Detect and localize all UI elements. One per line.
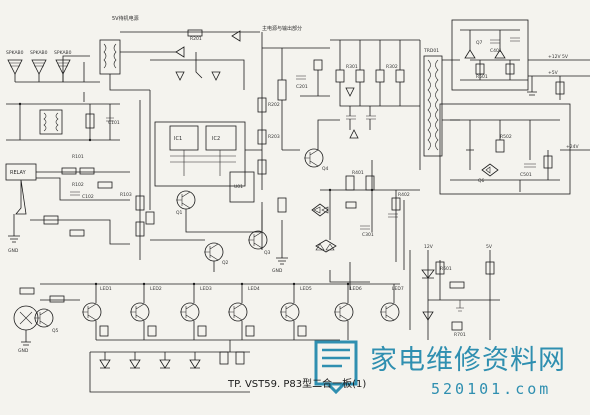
main-switch-column [257, 32, 340, 250]
feedback-section: U01 [150, 171, 288, 272]
rail-5v-lower-label: 5V [486, 244, 493, 250]
rail-5v-label: +5V [548, 70, 559, 76]
q1-label: Q1 [176, 210, 183, 216]
led6-label: LED6 [350, 286, 362, 292]
q2-label: Q2 [222, 260, 229, 266]
standby-power-title: 5V待机电源 [112, 15, 139, 22]
led5-label: LED5 [300, 286, 312, 292]
res-r401: R401 [352, 170, 364, 176]
driver-stage-7: LED7 [380, 284, 404, 322]
watermark-url: 520101.com [431, 380, 552, 398]
res-r301: R301 [346, 64, 358, 70]
led7-label: LED7 [392, 286, 404, 292]
output-24v: +24V [439, 103, 590, 195]
rail-12v5v-label: +12V 5V [548, 54, 569, 60]
diagram-caption: TP. VST59. P83型二合一板(1) [228, 379, 367, 390]
u01-label: U01 [234, 184, 243, 190]
speaker-1: SPKAB0 [6, 50, 24, 82]
driver-stage-2: LED2 [130, 284, 162, 340]
res-r102: R102 [72, 182, 84, 188]
res-r402: R402 [398, 192, 410, 198]
rail-12v-label: 12V [424, 244, 434, 250]
ic2-label: IC2 [212, 136, 220, 142]
ground-label-center: GND [272, 268, 283, 274]
led3-label: LED3 [200, 286, 212, 292]
res-r601: R601 [440, 266, 452, 272]
cap-c201: C201 [296, 84, 308, 90]
cap-c401: C401 [490, 48, 502, 54]
main-transformer: TRD01 [419, 40, 460, 170]
driver-stage-1: LED1 [82, 284, 112, 340]
main-power-title: 主电源与输出部分 [262, 25, 302, 32]
q4-label: Q4 [322, 166, 329, 172]
cap-c501: C501 [520, 172, 532, 178]
res-r201: R201 [190, 36, 202, 42]
standby-sense: 12V 5V [409, 244, 500, 340]
transformer-label: TRD01 [423, 48, 439, 54]
output-12v-5v: +12V 5V +5V [451, 19, 590, 100]
q5-label: Q5 [52, 328, 59, 334]
res-r203: R203 [268, 134, 280, 140]
speaker-1-label: SPKAB0 [6, 50, 24, 56]
emi-filter [6, 62, 120, 142]
res-r302: R302 [386, 64, 398, 70]
speaker-2-label: SPKAB0 [30, 50, 48, 56]
relay-block: RELAY [5, 163, 130, 215]
led-driver-chain: LED1 LED2 LED3 LED4 LED5 [13, 282, 404, 393]
secondary-rectifier [311, 160, 420, 290]
speaker-group: SPKAB0 SPKAB0 SPKAB0 [6, 50, 100, 83]
rail-24v-label: +24V [566, 144, 579, 150]
watermark-logo-icon [314, 340, 358, 394]
q6-label: Q6 [478, 178, 485, 184]
control-ic: IC1 IC2 [135, 90, 262, 260]
cap-c101: C101 [108, 120, 120, 126]
q3-label: Q3 [264, 250, 271, 256]
ground-label-left: GND [8, 248, 19, 254]
component-designators: R101 R102 R103 R201 R202 R203 R301 R302 … [18, 36, 532, 354]
driver-stage-5: LED5 [280, 284, 312, 340]
ic1-label: IC1 [174, 136, 182, 142]
q7-label: Q7 [476, 40, 483, 46]
speaker-3-label: SPKAB0 [54, 50, 72, 56]
cap-c102: C102 [82, 194, 94, 200]
res-r103: R103 [120, 192, 132, 198]
standby-transformer [99, 29, 260, 91]
led2-label: LED2 [150, 286, 162, 292]
cap-c301: C301 [362, 232, 374, 238]
watermark-brand: 家电维修资料网 [370, 345, 566, 376]
driver-stage-3: LED3 [180, 284, 212, 340]
ground-label-bottom: GND [18, 348, 29, 354]
res-r502: R502 [500, 134, 512, 140]
res-r501: R501 [476, 74, 488, 80]
relay-label: RELAY [10, 170, 27, 176]
led1-label: LED1 [100, 286, 112, 292]
input-switch-area: GND [8, 214, 130, 254]
driver-stage-4: LED4 [228, 284, 260, 340]
primary-network [296, 39, 420, 139]
res-r701: R701 [454, 332, 466, 338]
res-r101: R101 [72, 154, 84, 160]
speaker-2: SPKAB0 [30, 50, 48, 82]
led4-label: LED4 [248, 286, 260, 292]
driver-stage-6: LED6 [334, 284, 362, 340]
res-r202: R202 [268, 102, 280, 108]
